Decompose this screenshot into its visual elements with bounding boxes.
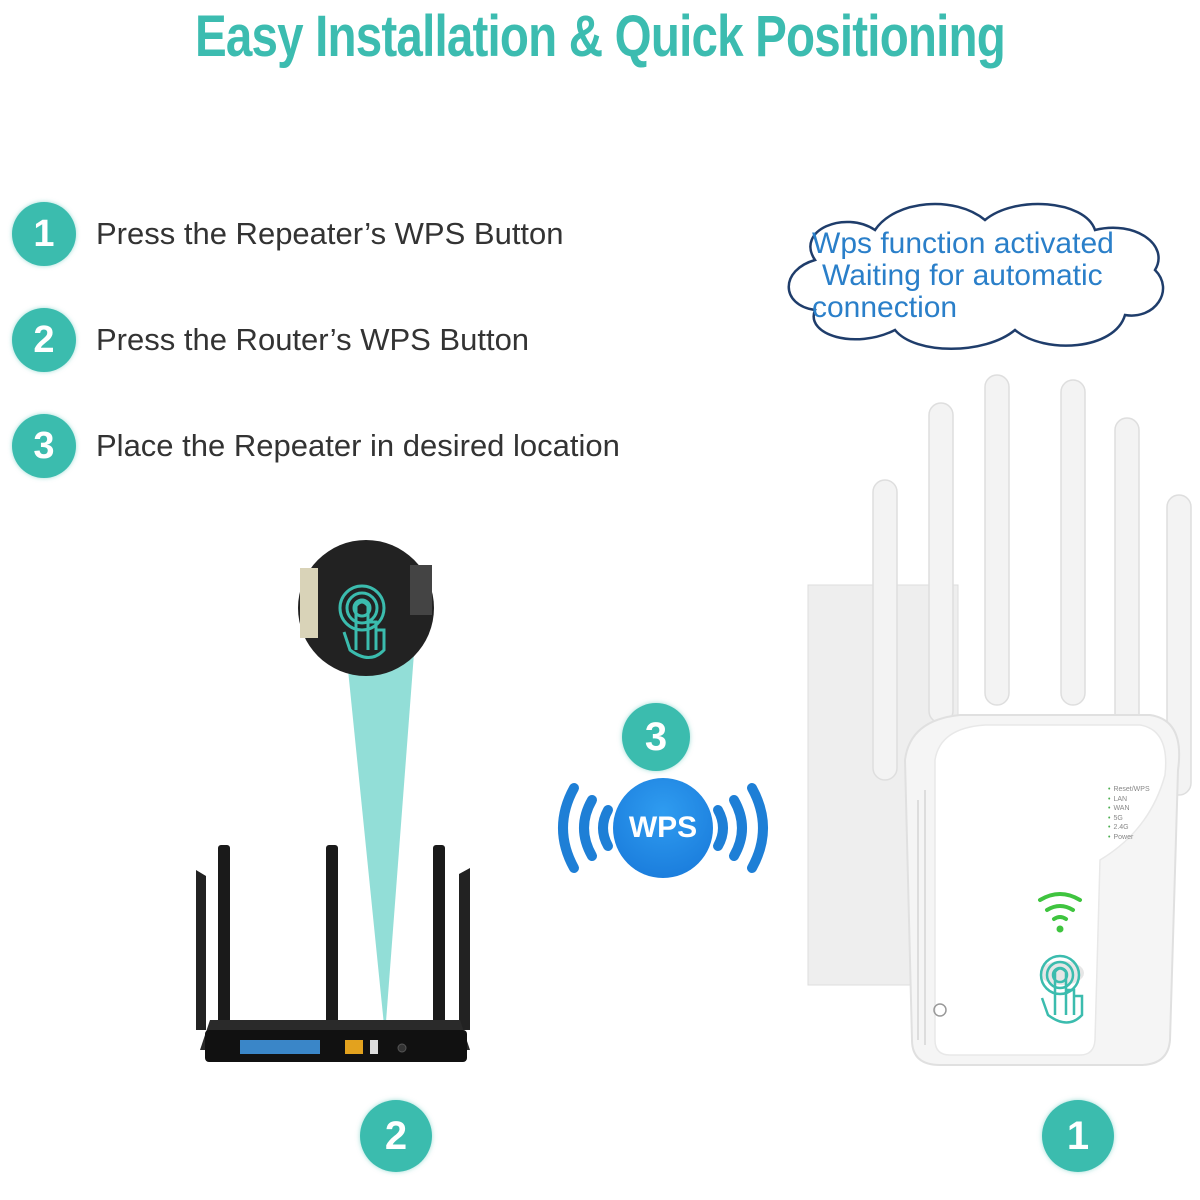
step-text: Press the Repeater’s WPS Button — [96, 216, 564, 251]
step-badge: 1 — [12, 202, 76, 266]
cloud-line: Wps function activated — [812, 227, 1114, 260]
wps-button-icon: WPS — [613, 778, 713, 878]
led-label: Reset/WPS — [1108, 785, 1149, 795]
step-badge: 2 — [12, 308, 76, 372]
step-badge-wps: 3 — [622, 703, 690, 771]
led-label: 5G — [1108, 814, 1150, 824]
led-indicator-list: Reset/WPS LAN WAN 5G 2.4G Power — [1108, 785, 1150, 843]
step-badge: 3 — [12, 414, 76, 478]
cloud-line: Waiting for automatic — [822, 259, 1103, 292]
step-3: 3 Place the Repeater in desired location — [12, 414, 620, 478]
led-label: WAN — [1108, 804, 1150, 814]
step-badge-repeater: 1 — [1042, 1100, 1114, 1172]
cloud-callout-icon — [787, 202, 1165, 350]
led-label: 2.4G — [1108, 823, 1150, 833]
step-2: 2 Press the Router’s WPS Button — [12, 308, 529, 372]
step-text: Place the Repeater in desired location — [96, 428, 620, 463]
led-label: Power — [1108, 833, 1150, 843]
step-text: Press the Router’s WPS Button — [96, 322, 530, 357]
step-badge-router: 2 — [360, 1100, 432, 1172]
led-label: LAN — [1108, 795, 1150, 805]
page-title: Easy Installation & Quick Positioning — [194, 4, 1006, 69]
cloud-message: Wps function activated Waiting for autom… — [812, 228, 1114, 324]
step-1: 1 Press the Repeater’s WPS Button — [12, 202, 564, 266]
cloud-line: connection — [812, 291, 958, 324]
